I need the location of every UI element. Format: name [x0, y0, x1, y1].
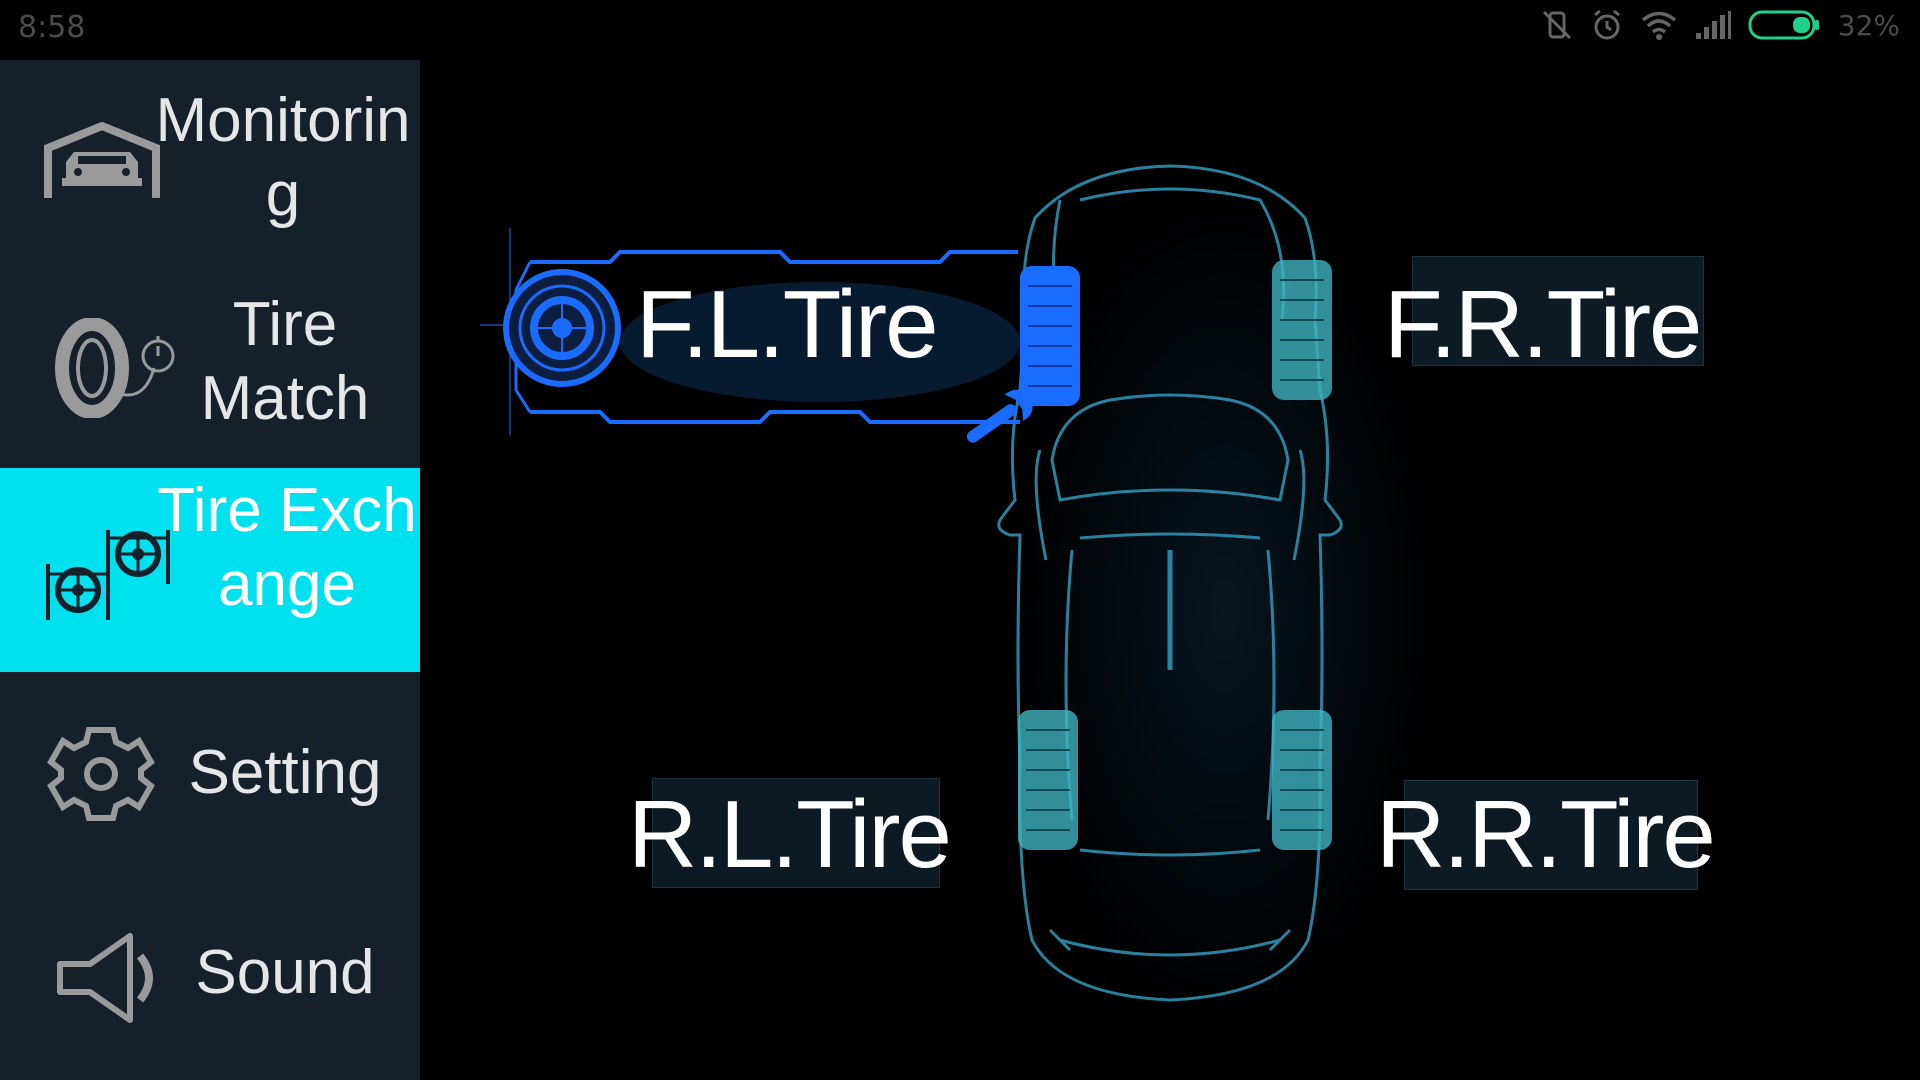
wifi-icon — [1641, 11, 1676, 40]
battery-icon — [1748, 10, 1819, 40]
signal-icon — [1695, 11, 1731, 39]
tire-fr-graphic — [1272, 260, 1332, 400]
sidebar-item-tire-exchange[interactable]: Tire Exchange — [0, 468, 420, 672]
car-outline-diagram — [480, 164, 1343, 1002]
tire-swap-icon — [44, 524, 174, 629]
battery-percent: 32% — [1837, 8, 1900, 42]
sidebar-item-label: Tire Exchange — [157, 476, 417, 619]
rl-label-box — [652, 778, 940, 888]
sidebar-item-label: Tire Match — [200, 290, 370, 433]
sidebar-item-sound[interactable]: Sound — [0, 876, 420, 1080]
rr-label-box — [1404, 780, 1698, 890]
sidebar-item-label: Sound — [195, 938, 375, 1007]
status-time: 8:58 — [18, 10, 86, 45]
vibrate-off-icon — [1542, 10, 1571, 40]
sidebar-item-setting[interactable]: Setting — [0, 672, 420, 876]
tire-gauge-icon — [54, 317, 184, 423]
speaker-icon — [54, 930, 172, 1031]
sidebar-item-label: Monitoring — [155, 86, 411, 229]
fr-label-box — [1412, 256, 1704, 366]
tire-rear-right[interactable]: R.R.Tire — [1376, 781, 1716, 888]
tire-front-left[interactable]: F.L.Tire — [636, 271, 938, 378]
gear-icon — [46, 724, 156, 829]
tire-front-right[interactable]: F.R.Tire — [1384, 271, 1702, 378]
sidebar-item-monitoring[interactable]: Monitoring — [0, 60, 420, 260]
sidebar-item-tire-match[interactable]: Tire Match — [0, 260, 420, 468]
status-icons: 32% — [1540, 8, 1900, 42]
garage-car-icon — [44, 121, 160, 205]
sidebar-item-label: Setting — [188, 738, 382, 807]
target-wheel-icon — [503, 269, 621, 387]
sidebar-nav: Monitoring Tire Match — [0, 60, 420, 1080]
status-bar: 8:58 32% — [0, 0, 1920, 60]
alarm-icon — [1593, 9, 1620, 40]
tire-exchange-panel: F.L.Tire F.R.Tire R.L.Tire R.R.Tire — [420, 60, 1920, 1080]
tire-rear-left[interactable]: R.L.Tire — [628, 781, 952, 888]
